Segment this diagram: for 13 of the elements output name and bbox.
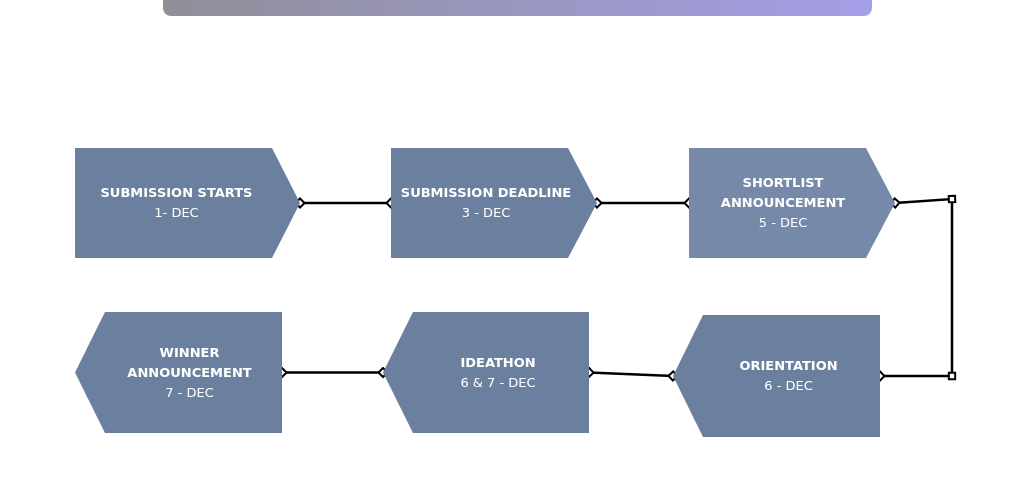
step-date: 1- DEC [154,204,199,222]
step-date: 6 - DEC [764,377,813,395]
connector-line [880,194,957,381]
step-title: SUBMISSION DEADLINE [400,184,572,202]
step-title: ORIENTATION [739,357,838,375]
step-date: 5 - DEC [758,214,808,232]
step-title: WINNER ANNOUNCEMENT [126,343,253,382]
step-title: SUBMISSION STARTS [100,184,253,202]
step-title: SHORTLIST ANNOUNCEMENT [719,174,847,212]
step-date: 7 - DEC [165,383,214,402]
step-date: 3 - DEC [461,204,511,222]
step-title: IDEATHON [460,353,536,372]
step-date: 6 & 7 - DEC [460,373,536,392]
